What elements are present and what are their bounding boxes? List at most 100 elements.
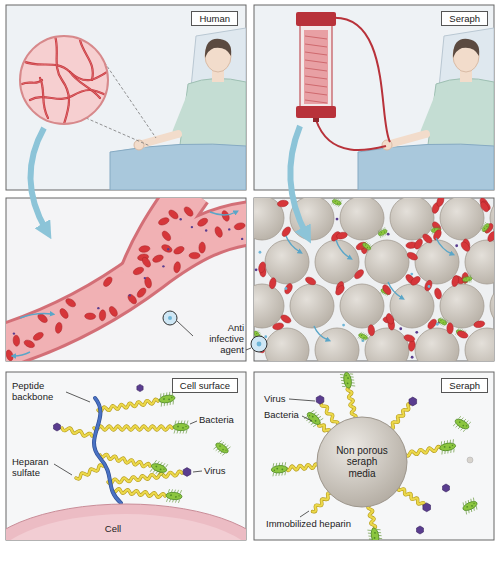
plasma-particle	[411, 356, 414, 359]
bacterium-spot	[473, 503, 475, 505]
plasma-particle	[455, 244, 458, 247]
bacterium-spot	[462, 424, 464, 426]
panel-tag-text: Cell surface	[180, 380, 230, 391]
part-label: Immobilized heparin	[266, 519, 351, 530]
heparin-chain	[405, 447, 440, 456]
seraph-bead	[415, 240, 459, 284]
bacterium-spot	[444, 446, 446, 448]
bacterium-body	[362, 242, 372, 251]
bacterium-hair	[358, 337, 359, 339]
bacterium-hair	[361, 332, 362, 334]
heparin-chain-outline	[98, 399, 158, 411]
bacterium-spot	[175, 496, 177, 498]
bacterium-body	[173, 423, 189, 430]
panel-tag-text: Seraph	[449, 380, 480, 391]
plasma-particle	[410, 273, 413, 276]
bacterium-hair	[273, 473, 274, 477]
heparin-chain	[286, 464, 318, 470]
bacterium-spot	[256, 333, 257, 334]
bacterium-body	[271, 465, 288, 474]
node-text: Cell	[105, 523, 121, 534]
callout-circle	[251, 336, 267, 352]
cell-body: Cell	[6, 496, 246, 540]
panel-tag: Cell surface	[172, 378, 238, 393]
seraph-bead	[315, 328, 359, 361]
heparin-chain	[108, 471, 182, 483]
plasma-particle	[179, 218, 181, 220]
bacterium-hair	[431, 232, 433, 234]
bacterium-hair	[458, 328, 459, 330]
patient-forearm	[142, 134, 178, 144]
bacterium-spot	[163, 468, 165, 470]
heparin-chain-outline	[76, 465, 103, 479]
bacterium	[452, 415, 471, 433]
plasma-particle	[415, 331, 418, 334]
virus	[443, 484, 450, 492]
red-blood-cell	[436, 198, 446, 207]
red-blood-cell	[403, 334, 415, 343]
bacterium-hair	[468, 422, 470, 425]
heparin-chain	[313, 493, 331, 512]
red-blood-cell	[126, 293, 138, 306]
bacterium-spot	[171, 397, 173, 399]
bacterium-spot	[281, 468, 283, 470]
panel-tag-text: Seraph	[449, 13, 480, 24]
vein-highlight	[40, 78, 48, 118]
red-blood-cell	[64, 297, 77, 309]
bacterium-spot	[442, 322, 443, 323]
part-label: Bacteria	[199, 415, 234, 426]
panel	[6, 5, 246, 190]
red-blood-cell	[85, 313, 96, 320]
bacterium-spot	[365, 337, 366, 338]
bacterium-hair	[213, 447, 216, 450]
bacterium-spot	[374, 532, 376, 534]
seraph-bead-scene	[271, 372, 480, 540]
bacterium-hair	[476, 506, 478, 509]
flow-arrow	[14, 352, 30, 356]
blanket	[358, 144, 494, 190]
plasma-particle	[191, 226, 193, 228]
bacterium-hair	[222, 453, 225, 456]
magnifier-circle	[20, 36, 108, 124]
bacterium-spot	[374, 537, 376, 539]
bacterium-hair	[446, 320, 448, 322]
heparin-chain	[100, 454, 150, 466]
vein	[40, 78, 48, 118]
leader-line	[190, 421, 197, 424]
virus	[137, 384, 143, 391]
flow-arrow	[436, 238, 452, 254]
bacterium-hair	[361, 245, 363, 247]
bacterium-spot	[159, 468, 161, 470]
bacterium-spot	[334, 201, 335, 202]
node-text: Non porous seraph media	[333, 445, 391, 480]
bacterium-hair	[485, 232, 487, 234]
red-blood-cell	[175, 198, 188, 199]
leader-line	[302, 416, 312, 421]
zoom-line	[86, 118, 150, 146]
plasma-particle	[285, 287, 288, 290]
seraph-scene	[296, 12, 494, 190]
red-blood-cell	[406, 251, 419, 262]
bead-bed-scene	[254, 198, 494, 361]
panel	[254, 372, 494, 540]
bacterium-body	[166, 492, 183, 501]
leader-lines	[54, 321, 315, 517]
blood-tube	[316, 120, 386, 150]
heparin-chain	[368, 505, 375, 529]
plasma-particle	[241, 238, 243, 240]
heparin-chain	[321, 402, 338, 425]
red-blood-cell	[473, 320, 485, 328]
column-stripe	[305, 68, 327, 71]
heparin-chain	[94, 426, 172, 430]
red-blood-cell	[199, 242, 206, 253]
agent-dot	[168, 316, 172, 320]
red-blood-cell	[413, 238, 424, 251]
bacterium-spot	[155, 465, 157, 467]
bacterium-spot	[222, 448, 224, 450]
heparin-chain-outline	[62, 428, 92, 436]
bacterium-spot	[219, 445, 221, 447]
loose-particle	[467, 457, 473, 463]
red-blood-cell	[456, 330, 469, 340]
bacterium	[480, 221, 492, 233]
bacterium-hair	[380, 236, 381, 238]
